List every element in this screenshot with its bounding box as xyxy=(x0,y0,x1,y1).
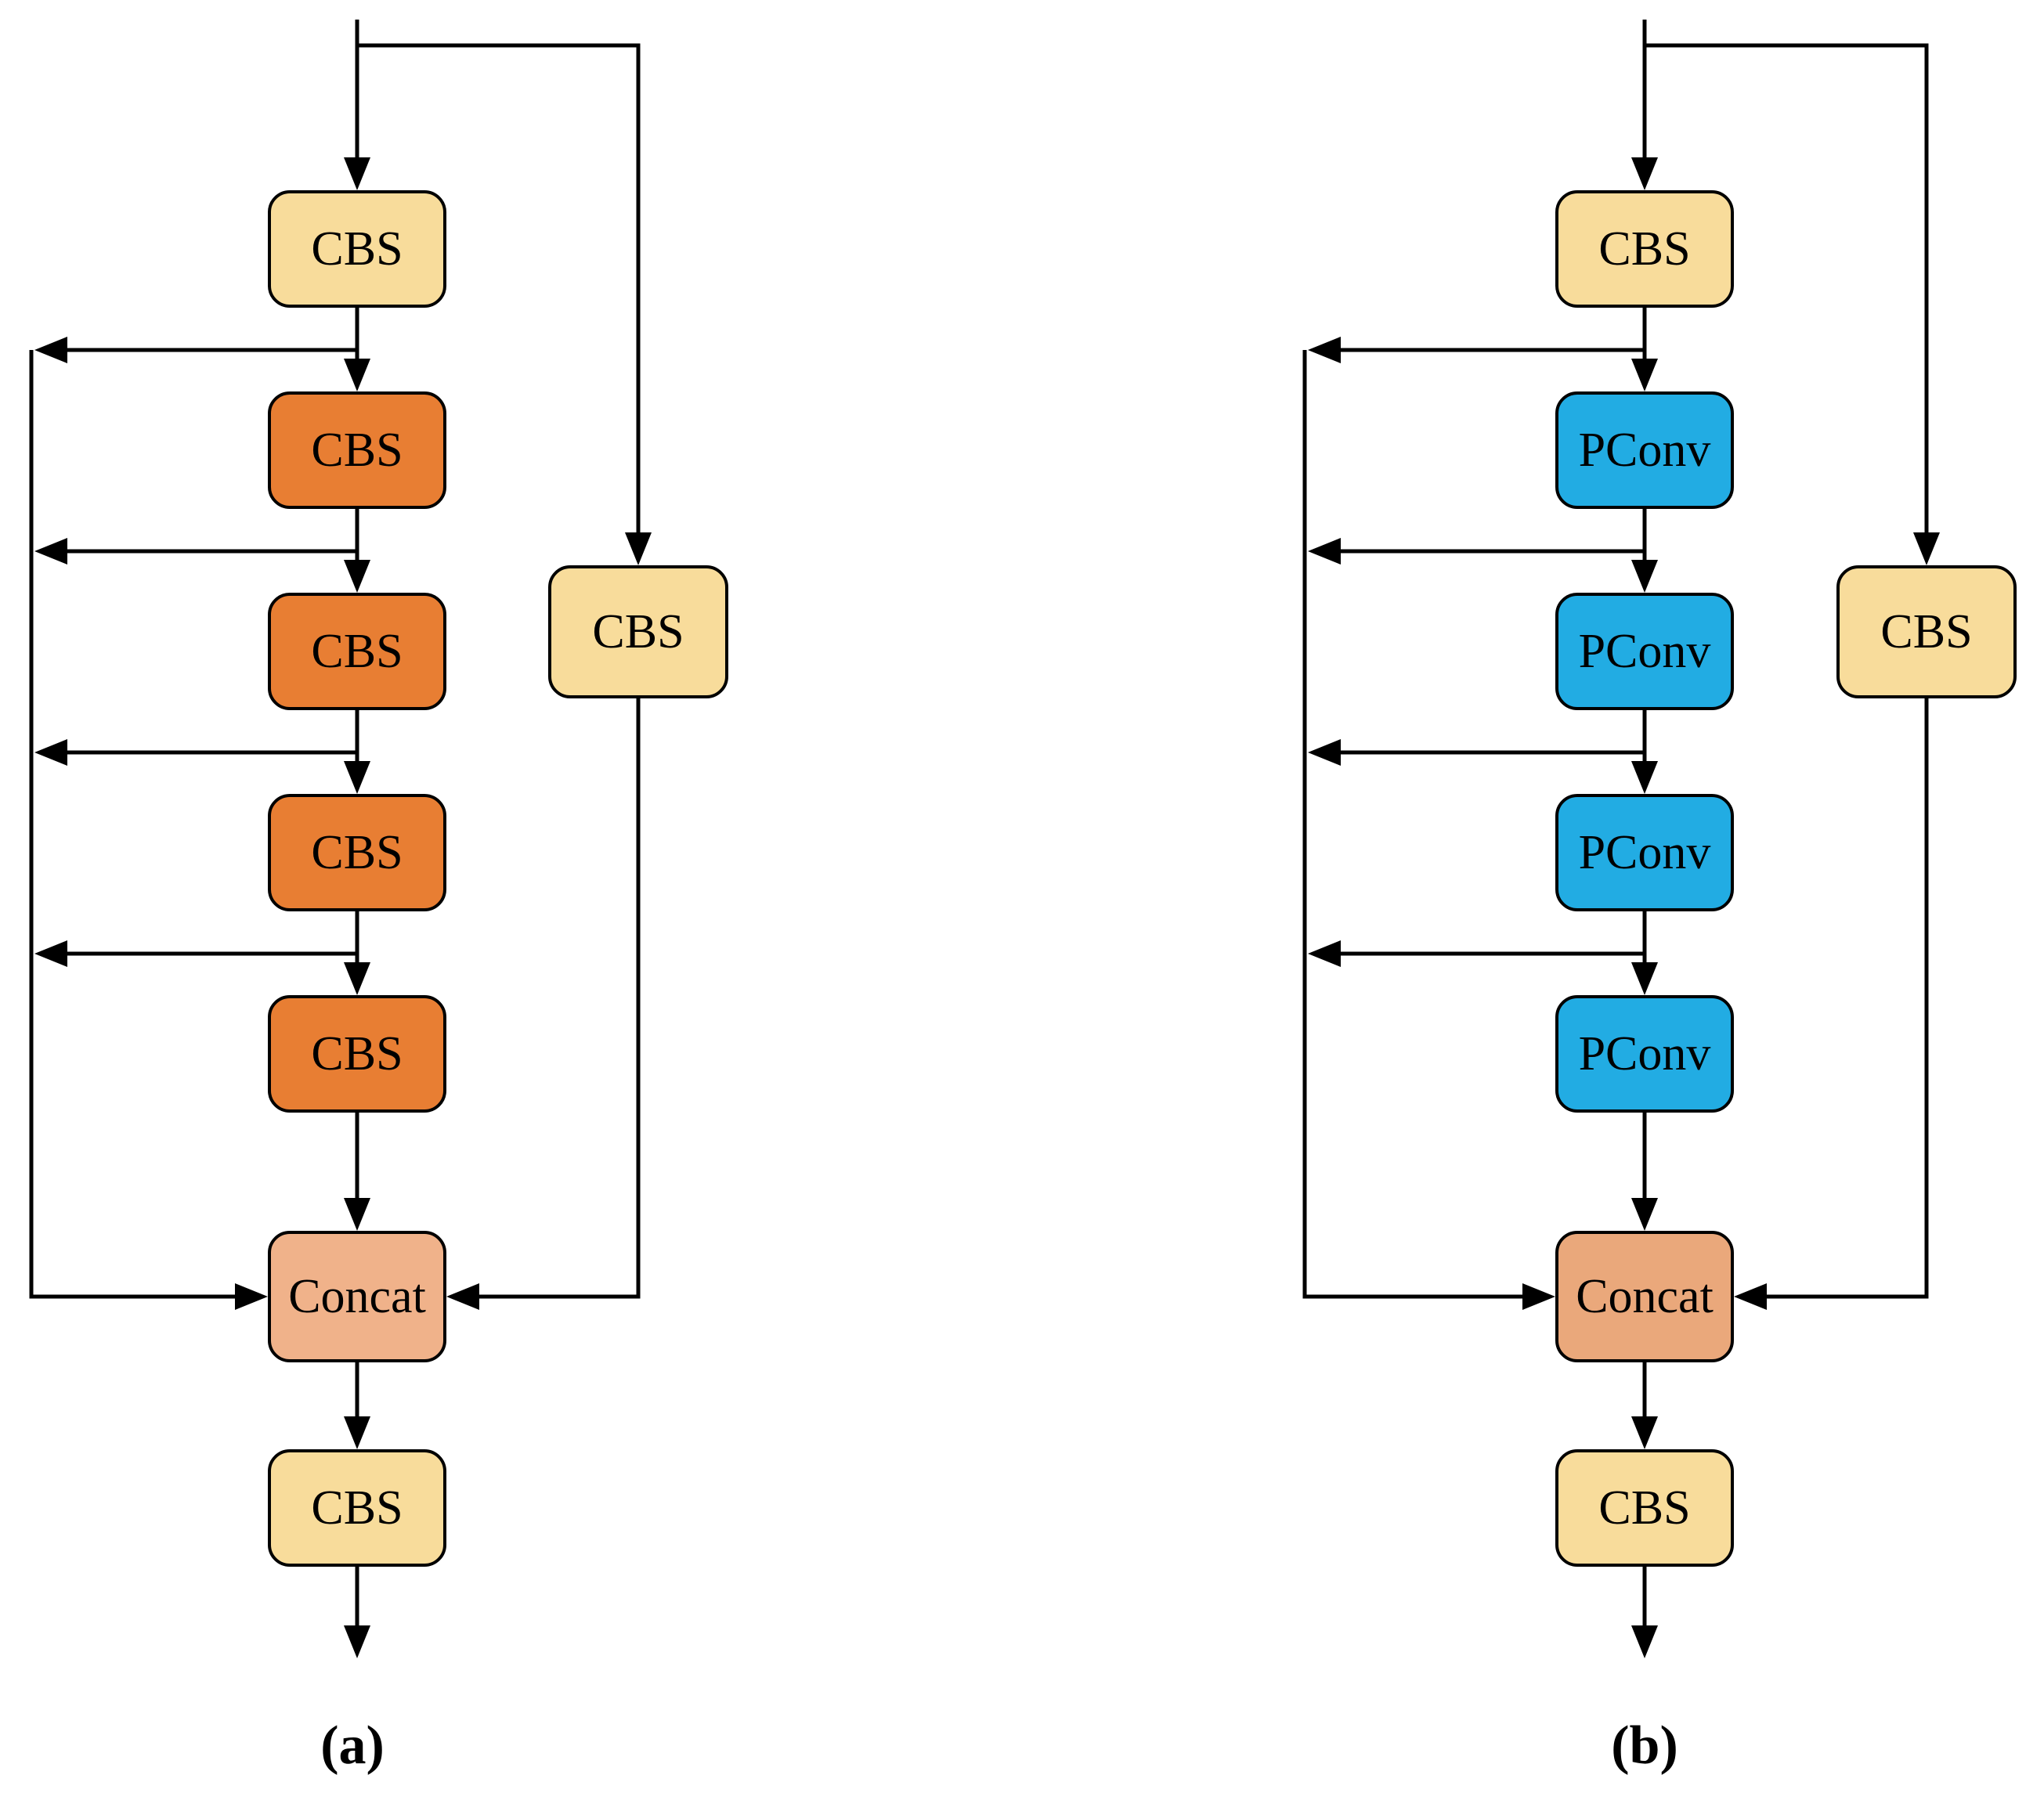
panel-a-caption: (a) xyxy=(320,1715,385,1776)
node-a-cbs-1: CBS xyxy=(268,391,446,509)
node-a-cbs-2: CBS xyxy=(268,593,446,710)
arrowhead-b-link-1 xyxy=(1631,359,1658,391)
edge-a-shortcut-return xyxy=(475,698,641,1299)
node-b-pconv-3: PConv xyxy=(1555,794,1734,911)
arrowhead-a-skip-1 xyxy=(34,337,67,363)
edge-b-shortcut-return xyxy=(1762,698,1929,1299)
arrowhead-b-skip-1 xyxy=(1308,337,1341,363)
node-b-pconv-2: PConv xyxy=(1555,593,1734,710)
node-b-cbs-input: CBS xyxy=(1555,190,1734,308)
node-a-cbs-4: CBS xyxy=(268,995,446,1113)
node-b-pconv-4: PConv xyxy=(1555,995,1734,1113)
arrowhead-a-skip-bus xyxy=(235,1283,268,1310)
arrowhead-a-shortcut-return xyxy=(446,1283,479,1310)
arrowhead-a-link-3 xyxy=(344,761,370,794)
arrowhead-a-shortcut-branch xyxy=(625,532,652,565)
edge-b-shortcut-branch xyxy=(1645,43,1929,537)
arrowhead-b-shortcut-return xyxy=(1734,1283,1767,1310)
arrowhead-b-skip-4 xyxy=(1308,940,1341,967)
node-a-cbs-input: CBS xyxy=(268,190,446,308)
arrowhead-a-link-2 xyxy=(344,560,370,593)
arrowhead-a-output xyxy=(344,1625,370,1658)
panel-b-caption: (b) xyxy=(1611,1715,1678,1776)
arrowhead-b-skip-bus xyxy=(1522,1283,1555,1310)
arrowhead-a-link-4 xyxy=(344,962,370,995)
node-b-pconv-1: PConv xyxy=(1555,391,1734,509)
arrowhead-b-input xyxy=(1631,157,1658,190)
edge-a-skip-bus xyxy=(29,350,240,1299)
arrowhead-a-link-5 xyxy=(344,1198,370,1231)
arrowhead-a-skip-2 xyxy=(34,538,67,565)
edge-b-skip-bus xyxy=(1302,350,1527,1299)
arrowhead-b-link-6 xyxy=(1631,1416,1658,1449)
arrowhead-a-link-1 xyxy=(344,359,370,391)
node-b-concat: Concat xyxy=(1555,1231,1734,1362)
node-a-cbs-3: CBS xyxy=(268,794,446,911)
arrowhead-b-skip-2 xyxy=(1308,538,1341,565)
arrowhead-a-skip-4 xyxy=(34,940,67,967)
edge-a-shortcut-branch xyxy=(357,43,641,537)
arrowhead-b-skip-3 xyxy=(1308,739,1341,766)
node-b-cbs-output: CBS xyxy=(1555,1449,1734,1567)
node-a-cbs-output: CBS xyxy=(268,1449,446,1567)
arrowhead-b-link-2 xyxy=(1631,560,1658,593)
arrowhead-b-shortcut-branch xyxy=(1913,532,1940,565)
arrowhead-b-link-3 xyxy=(1631,761,1658,794)
arrowhead-b-link-4 xyxy=(1631,962,1658,995)
arrowhead-a-link-6 xyxy=(344,1416,370,1449)
node-a-concat: Concat xyxy=(268,1231,446,1362)
arrowhead-a-skip-3 xyxy=(34,739,67,766)
arrowhead-b-link-5 xyxy=(1631,1198,1658,1231)
node-b-cbs-shortcut: CBS xyxy=(1836,565,2017,698)
arrowhead-b-output xyxy=(1631,1625,1658,1658)
arrowhead-a-input xyxy=(344,157,370,190)
node-a-cbs-shortcut: CBS xyxy=(548,565,728,698)
